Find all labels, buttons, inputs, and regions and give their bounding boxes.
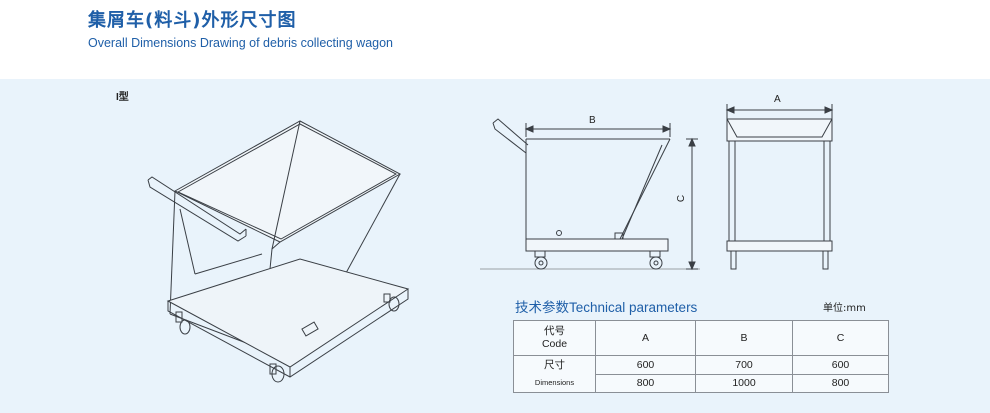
column-header-a: A (595, 320, 696, 356)
side-view-drawing (480, 118, 700, 271)
wheel-front-left (175, 311, 191, 335)
size-label-en: Dimensions (534, 378, 575, 387)
table-row: 800 1000 800 (514, 373, 889, 393)
wheel-back-right (383, 293, 400, 312)
dimension-c-label: C (676, 194, 688, 203)
table-cell: 600 (792, 355, 889, 375)
column-header-c: C (792, 320, 889, 356)
page-title-en: Overall Dimensions Drawing of debris col… (88, 36, 393, 50)
code-label-en: Code (541, 338, 568, 350)
type-label: I型 (116, 92, 129, 103)
size-label-zh: 尺寸 (544, 359, 565, 371)
table-cell: 700 (695, 355, 793, 375)
page-title-zh: 集屑车(料斗)外形尺寸图 (88, 10, 297, 31)
isometric-wagon-drawing (147, 120, 410, 383)
table-cell: 600 (595, 355, 696, 375)
table-cell: 800 (792, 373, 889, 393)
front-view-drawing (725, 104, 834, 270)
column-header-b: B (695, 320, 793, 356)
table-cell: 1000 (695, 373, 793, 393)
code-header-cell: 代号 Code (513, 320, 596, 356)
parameters-table: 代号 Code A B C 尺寸 Dimensions 600 700 600 … (513, 320, 889, 393)
parameters-title: 技术参数Technical parameters (515, 300, 698, 315)
code-label-zh: 代号 (544, 325, 565, 337)
dimensions-label-cell: 尺寸 Dimensions (513, 355, 596, 393)
dimension-b-label: B (589, 115, 596, 126)
table-row: 代号 Code A B C (513, 320, 889, 356)
wheel-front-right (269, 363, 285, 383)
table-cell: 800 (595, 373, 696, 393)
wagon-drawings (147, 104, 834, 383)
table-row: 尺寸 Dimensions 600 700 600 (513, 355, 889, 393)
unit-label: 单位:mm (823, 303, 866, 314)
dimension-a-label: A (774, 94, 781, 105)
